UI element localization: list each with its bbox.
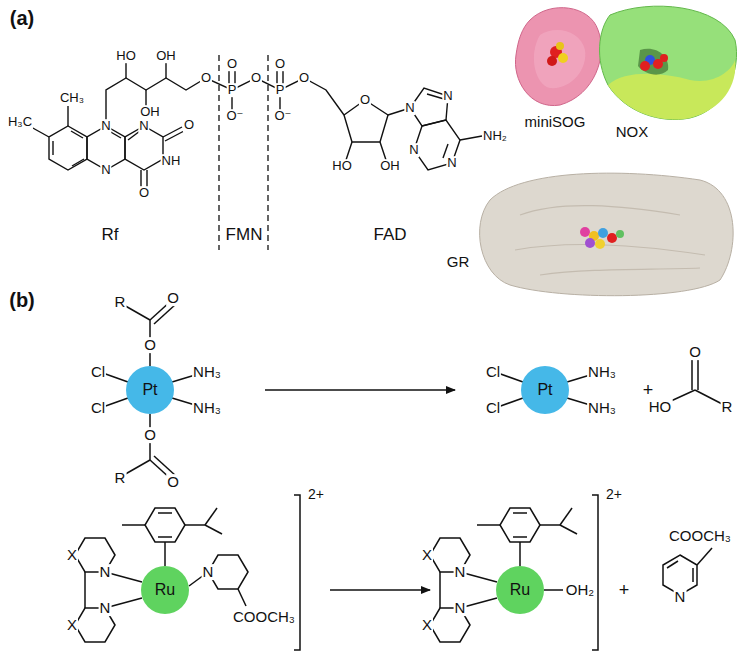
flavin-bonds <box>31 62 482 188</box>
atom-label: R <box>721 399 734 415</box>
atom-label: N <box>138 119 149 133</box>
atom-label: NH₂ <box>482 129 508 143</box>
atom-label: Cl <box>90 364 106 380</box>
ruthenium-center: Ru <box>141 566 189 614</box>
atom-label: O <box>274 57 286 71</box>
ruthenium-center: Ru <box>496 566 544 614</box>
element-symbol: Pt <box>142 381 157 399</box>
atom-label: P <box>275 83 286 97</box>
atom-label: N <box>99 564 112 580</box>
atom-label: O <box>143 337 157 353</box>
atom-label: O <box>138 186 150 200</box>
protein-label: miniSOG <box>524 114 587 130</box>
atom-label: Cl <box>485 364 501 380</box>
atom-label: O <box>143 427 157 443</box>
atom-label: OH₂ <box>565 582 595 598</box>
plus-sign: + <box>618 581 631 600</box>
atom-label: N <box>454 564 467 580</box>
atom-label: N <box>408 143 419 157</box>
charge-label: 2+ <box>307 487 325 502</box>
atom-label: O <box>166 290 180 306</box>
element-symbol: Ru <box>510 581 530 599</box>
atom-label: NH₃ <box>587 400 617 416</box>
atom-label: COOCH₃ <box>232 609 296 625</box>
atom-label: HO <box>331 159 353 173</box>
atom-label: N <box>100 119 111 133</box>
element-symbol: Ru <box>155 581 175 599</box>
element-symbol: Pt <box>537 381 552 399</box>
atom-label: O <box>226 57 238 71</box>
protein-illustrations <box>480 6 737 296</box>
atom-label: N <box>442 89 453 103</box>
atom-label: COOCH₃ <box>668 528 732 544</box>
atom-label: P <box>227 83 238 97</box>
atom-label: HO <box>115 49 137 63</box>
protein-label: NOX <box>615 124 650 140</box>
atom-label: OH <box>379 159 401 173</box>
atom-label: OH <box>155 49 177 63</box>
protein-label: GR <box>446 254 471 270</box>
atom-label: NH <box>161 154 182 168</box>
atom-label: Cl <box>90 400 106 416</box>
atom-label: X <box>421 547 433 563</box>
atom-label: O <box>183 118 195 132</box>
atom-label: O <box>359 93 371 107</box>
atom-label: HO <box>648 399 673 415</box>
atom-label: N <box>202 564 215 580</box>
atom-label: N <box>100 163 111 177</box>
atom-label: OH <box>139 105 161 119</box>
atom-label: O <box>200 71 212 85</box>
atom-label: N <box>99 600 112 616</box>
atom-label: X <box>421 617 433 633</box>
atom-label: Cl <box>485 400 501 416</box>
atom-label: N <box>404 101 415 115</box>
atom-label: O <box>298 71 310 85</box>
atom-label: X <box>66 547 78 563</box>
platinum-center: Pt <box>521 366 569 414</box>
plus-sign: + <box>642 381 655 400</box>
atom-label: O <box>688 344 702 360</box>
atom-label: NH₃ <box>192 364 222 380</box>
atom-label: R <box>114 294 127 310</box>
panel-label: (b) <box>8 290 36 311</box>
atom-label: N <box>674 589 687 605</box>
atom-label: O <box>250 71 262 85</box>
molecule-label: Rf <box>101 226 120 244</box>
atom-label: N <box>454 600 467 616</box>
atom-label: NH₃ <box>192 400 222 416</box>
panel-label: (a) <box>9 8 35 29</box>
molecule-label: FAD <box>372 226 407 244</box>
charge-label: 2+ <box>605 487 623 502</box>
atom-label: CH₃ <box>59 91 85 105</box>
atom-label: NH₃ <box>587 364 617 380</box>
atom-label: O⁻ <box>226 109 245 123</box>
atom-label: N <box>446 156 457 170</box>
platinum-bonds <box>100 300 726 480</box>
platinum-center: Pt <box>126 366 174 414</box>
atom-label: X <box>66 617 78 633</box>
atom-label: R <box>114 470 127 486</box>
atom-label: O <box>166 474 180 490</box>
atom-label: O⁻ <box>274 109 293 123</box>
divider-lines <box>219 55 268 250</box>
reaction-arrows <box>265 390 455 590</box>
molecule-label: FMN <box>225 226 264 244</box>
ruthenium-bonds <box>75 495 712 650</box>
atom-label: H₃C <box>7 115 33 129</box>
